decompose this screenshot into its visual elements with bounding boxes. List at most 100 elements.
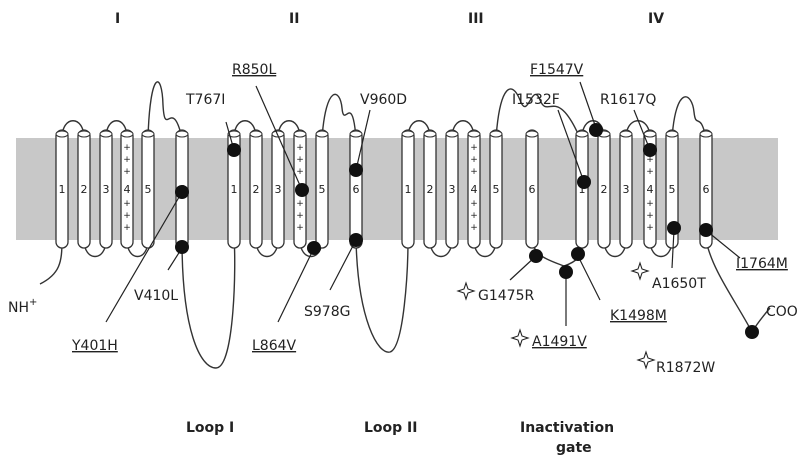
segment-cap xyxy=(293,130,307,138)
charge-plus-sign: + xyxy=(296,199,304,209)
segment-number: 1 xyxy=(579,183,586,196)
segment-cap xyxy=(55,130,69,138)
segment-cap xyxy=(423,130,437,138)
segment-cap xyxy=(227,130,241,138)
transmembrane-segment xyxy=(643,129,657,249)
segment-number: 1 xyxy=(59,183,66,196)
mutation-dot xyxy=(175,185,189,199)
segment-cap xyxy=(467,130,481,138)
charge-plus-sign: + xyxy=(296,211,304,221)
charge-plus-sign: + xyxy=(296,155,304,165)
mutation-dots xyxy=(175,123,759,339)
segment-cap xyxy=(699,130,713,138)
charge-plus-sign: + xyxy=(646,199,654,209)
transmembrane-segment xyxy=(575,129,589,249)
segment-cap xyxy=(249,130,263,138)
mutation-dot xyxy=(589,123,603,137)
mutation-dot xyxy=(571,247,585,261)
mutation-dot xyxy=(577,175,591,189)
mutation-dot xyxy=(307,241,321,255)
segment-number: 2 xyxy=(427,183,434,196)
segment-number: 3 xyxy=(449,183,456,196)
segment-cap xyxy=(315,130,329,138)
segment-cap xyxy=(349,130,363,138)
transmembrane-segment xyxy=(401,129,415,249)
mutation-dot xyxy=(175,240,189,254)
mutation-dot xyxy=(643,143,657,157)
charge-plus-sign: + xyxy=(123,199,131,209)
mutation-label-r1617q: R1617Q xyxy=(600,92,656,108)
segment-number: 6 xyxy=(529,183,536,196)
mutation-dot xyxy=(227,143,241,157)
segment-number: 6 xyxy=(353,183,360,196)
segment-number: 6 xyxy=(703,183,710,196)
transmembrane-segment xyxy=(55,129,69,249)
charge-plus-sign: + xyxy=(646,155,654,165)
segment-cap xyxy=(643,130,657,138)
segment-cap xyxy=(77,130,91,138)
domain-label-3: III xyxy=(468,11,484,27)
transmembrane-segment xyxy=(77,129,91,249)
segment-number: 5 xyxy=(145,183,152,196)
segment-cap xyxy=(99,130,113,138)
segment-cap xyxy=(175,130,189,138)
mutation-label-v410l: V410L xyxy=(134,288,178,304)
transmembrane-segment xyxy=(665,129,679,249)
segment-cap xyxy=(665,130,679,138)
segment-cap xyxy=(120,130,134,138)
charge-plus-sign: + xyxy=(123,143,131,153)
mutation-label-i1764m: I1764M xyxy=(736,256,788,272)
transmembrane-segment xyxy=(99,129,113,249)
mutation-label-t767i: T767I xyxy=(185,92,225,108)
transmembrane-segment xyxy=(315,129,329,249)
segment-number: 3 xyxy=(623,183,630,196)
transmembrane-segment xyxy=(489,129,503,249)
domain-label-4: IV xyxy=(648,11,664,27)
transmembrane-segment xyxy=(141,129,155,249)
transmembrane-segment xyxy=(597,129,611,249)
charge-plus-sign: + xyxy=(646,211,654,221)
mutation-label-r1872w: R1872W xyxy=(656,360,715,376)
sparkle-icon xyxy=(510,328,530,348)
mutation-label-i1532f: I1532F xyxy=(512,92,560,108)
segment-number: 3 xyxy=(275,183,282,196)
charge-plus-sign: + xyxy=(646,167,654,177)
mutation-dot xyxy=(295,183,309,197)
mutation-pointers xyxy=(105,81,741,326)
mutation-dot xyxy=(699,223,713,237)
mutation-dot xyxy=(349,233,363,247)
sparkle-icon xyxy=(630,261,650,281)
charge-plus-sign: + xyxy=(296,223,304,233)
segment-number: 4 xyxy=(124,183,131,196)
segment-number: 5 xyxy=(669,183,676,196)
segment-number: 3 xyxy=(103,183,110,196)
mutation-label-l864v: L864V xyxy=(252,338,297,354)
loop-1-label: Loop I xyxy=(186,420,234,436)
transmembrane-segment xyxy=(619,129,633,249)
mutation-label-a1491v: A1491V xyxy=(532,334,587,350)
charge-plus-sign: + xyxy=(470,143,478,153)
charge-plus-sign: + xyxy=(296,167,304,177)
transmembrane-segment xyxy=(423,129,437,249)
segment-number: 2 xyxy=(601,183,608,196)
mutation-dot xyxy=(529,249,543,263)
domain-label-1: I xyxy=(115,11,120,27)
segment-cap xyxy=(575,130,589,138)
mutation-label-y401h: Y401H xyxy=(71,338,118,354)
segment-cap xyxy=(619,130,633,138)
mutation-label-r850l: R850L xyxy=(232,62,276,78)
transmembrane-segment xyxy=(249,129,263,249)
inactivation-gate-label-line1: Inactivation xyxy=(520,420,614,436)
loop-2-label: Loop II xyxy=(364,420,417,436)
sparkle-markers xyxy=(456,261,656,370)
charge-plus-sign: + xyxy=(296,143,304,153)
charge-plus-sign: + xyxy=(646,223,654,233)
charge-plus-sign: + xyxy=(123,155,131,165)
domain-label-2: II xyxy=(289,11,299,27)
mutation-label-f1547v: F1547V xyxy=(530,62,584,78)
charge-plus-sign: + xyxy=(470,167,478,177)
segment-number: 4 xyxy=(647,183,654,196)
segment-cap xyxy=(141,130,155,138)
segment-number: 5 xyxy=(319,183,326,196)
